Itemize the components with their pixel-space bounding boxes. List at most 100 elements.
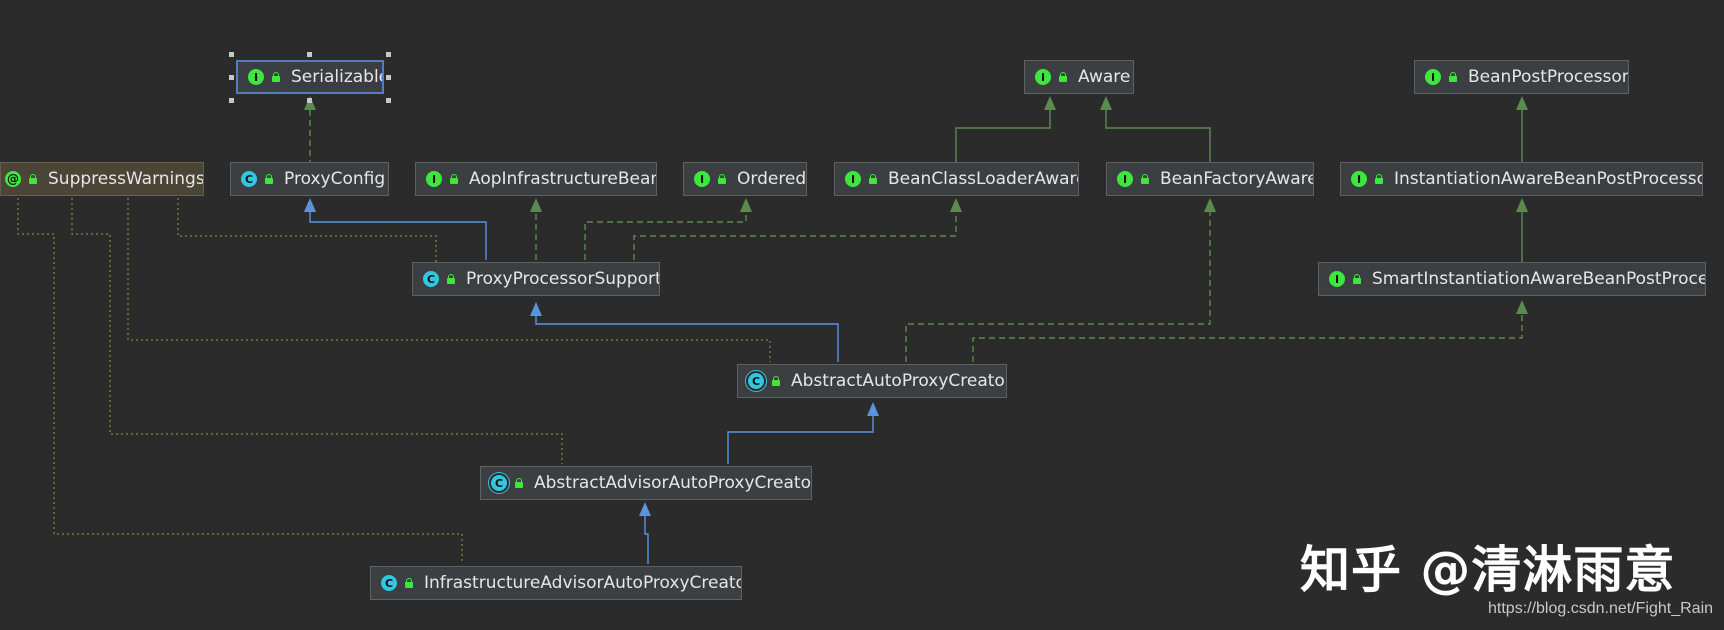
arrowhead-bcla xyxy=(950,198,962,212)
node-label: BeanFactoryAware xyxy=(1160,169,1314,189)
edge-aaapc-aapc xyxy=(727,406,874,464)
arrowhead-serializable xyxy=(304,96,316,110)
lock-icon xyxy=(868,174,878,184)
annotation-icon: @ xyxy=(5,171,21,187)
interface-icon: I xyxy=(1351,171,1367,187)
selection-handle[interactable] xyxy=(307,98,312,103)
source-credit: https://blog.csdn.net/Fight_Rain xyxy=(1488,600,1714,617)
node-label: AbstractAdvisorAutoProxyCreator xyxy=(534,473,812,493)
class-icon: C xyxy=(423,271,439,287)
edge-bfa-aware xyxy=(1105,100,1211,166)
arrowhead-aaapc xyxy=(639,502,651,516)
annot-edge-aaapc xyxy=(71,198,563,464)
annot-edge-pps xyxy=(177,198,437,262)
node-label: BeanPostProcessor xyxy=(1468,67,1629,87)
node-infrastructure-advisor-auto-proxy-creator[interactable]: C InfrastructureAdvisorAutoProxyCreator xyxy=(370,566,742,600)
arrowhead-bpp xyxy=(1516,96,1528,110)
node-label: AopInfrastructureBean xyxy=(469,169,657,189)
node-ordered[interactable]: I Ordered xyxy=(683,162,807,196)
lock-icon xyxy=(449,174,459,184)
node-proxy-config[interactable]: C ProxyConfig xyxy=(230,162,389,196)
arrowhead-aware-1 xyxy=(1044,96,1056,110)
lock-icon xyxy=(271,72,281,82)
annot-edge-aapc xyxy=(127,198,771,362)
arrowhead-aopinfra xyxy=(530,198,542,212)
interface-icon: I xyxy=(694,171,710,187)
lock-icon xyxy=(28,174,38,184)
node-label: ProxyConfig xyxy=(284,169,386,189)
interface-icon: I xyxy=(1425,69,1441,85)
node-proxy-processor-support[interactable]: C ProxyProcessorSupport xyxy=(412,262,660,296)
edge-pps-ordered xyxy=(584,202,747,260)
lock-icon xyxy=(1352,274,1362,284)
node-label: AbstractAutoProxyCreator xyxy=(791,371,1007,391)
interface-icon: I xyxy=(1329,271,1345,287)
node-abstract-advisor-auto-proxy-creator[interactable]: C AbstractAdvisorAutoProxyCreator xyxy=(480,466,812,500)
lock-icon xyxy=(404,578,414,588)
edge-aapc-siabpp xyxy=(972,304,1523,362)
node-label: InstantiationAwareBeanPostProcessor xyxy=(1394,169,1703,189)
node-serializable[interactable]: I Serializable xyxy=(236,60,384,94)
class-icon: C xyxy=(241,171,257,187)
lock-icon xyxy=(1058,72,1068,82)
selection-handle[interactable] xyxy=(229,75,234,80)
zhihu-watermark: 知乎 @清淋雨意 xyxy=(1300,541,1676,599)
selection-handle[interactable] xyxy=(386,75,391,80)
interface-icon: I xyxy=(1035,69,1051,85)
edge-aapc-pps xyxy=(535,306,839,362)
lock-icon xyxy=(446,274,456,284)
node-bean-post-processor[interactable]: I BeanPostProcessor xyxy=(1414,60,1629,94)
node-label: Serializable xyxy=(291,67,384,87)
node-bean-class-loader-aware[interactable]: I BeanClassLoaderAware xyxy=(834,162,1079,196)
node-label: ProxyProcessorSupport xyxy=(466,269,660,289)
abstract-class-icon: C xyxy=(491,475,507,491)
arrowhead-aware-2 xyxy=(1100,96,1112,110)
selection-handle[interactable] xyxy=(307,52,312,57)
arrowhead-pps xyxy=(530,302,542,316)
selection-handle[interactable] xyxy=(229,98,234,103)
lock-icon xyxy=(1140,174,1150,184)
node-label: Ordered xyxy=(737,169,807,189)
arrowhead-iabpp xyxy=(1516,198,1528,212)
node-aware[interactable]: I Aware xyxy=(1024,60,1134,94)
interface-icon: I xyxy=(248,69,264,85)
annot-edge-iaapc xyxy=(17,198,463,564)
interface-icon: I xyxy=(426,171,442,187)
node-label: InfrastructureAdvisorAutoProxyCreator xyxy=(424,573,742,593)
node-label: SmartInstantiationAwareBeanPostProcesso xyxy=(1372,269,1706,289)
edge-aapc-bfa xyxy=(905,202,1211,362)
lock-icon xyxy=(514,478,524,488)
node-label: BeanClassLoaderAware xyxy=(888,169,1079,189)
lock-icon xyxy=(1448,72,1458,82)
arrowhead-siabpp xyxy=(1516,300,1528,314)
node-label: Aware xyxy=(1078,67,1131,87)
class-icon: C xyxy=(381,575,397,591)
node-smart-instantiation-aware-bpp[interactable]: I SmartInstantiationAwareBeanPostProcess… xyxy=(1318,262,1706,296)
interface-icon: I xyxy=(1117,171,1133,187)
node-instantiation-aware-bpp[interactable]: I InstantiationAwareBeanPostProcessor xyxy=(1340,162,1703,196)
lock-icon xyxy=(264,174,274,184)
arrowhead-bfa xyxy=(1204,198,1216,212)
node-label: SuppressWarnings xyxy=(48,169,204,189)
node-aop-infrastructure-bean[interactable]: I AopInfrastructureBean xyxy=(415,162,657,196)
arrowhead-aapc xyxy=(867,402,879,416)
edge-bcla-aware xyxy=(955,100,1051,166)
edge-pps-proxyconfig xyxy=(309,202,487,260)
node-suppress-warnings[interactable]: @ SuppressWarnings xyxy=(0,162,204,196)
arrowhead-proxyconfig xyxy=(304,198,316,212)
edge-pps-bcla xyxy=(633,202,957,260)
edge-iaapc-aaapc xyxy=(644,508,649,564)
selection-handle[interactable] xyxy=(229,52,234,57)
selection-handle[interactable] xyxy=(386,98,391,103)
node-bean-factory-aware[interactable]: I BeanFactoryAware xyxy=(1106,162,1314,196)
lock-icon xyxy=(771,376,781,386)
lock-icon xyxy=(717,174,727,184)
abstract-class-icon: C xyxy=(748,373,764,389)
interface-icon: I xyxy=(845,171,861,187)
node-abstract-auto-proxy-creator[interactable]: C AbstractAutoProxyCreator xyxy=(737,364,1007,398)
arrowhead-ordered xyxy=(740,198,752,212)
lock-icon xyxy=(1374,174,1384,184)
selection-handle[interactable] xyxy=(386,52,391,57)
